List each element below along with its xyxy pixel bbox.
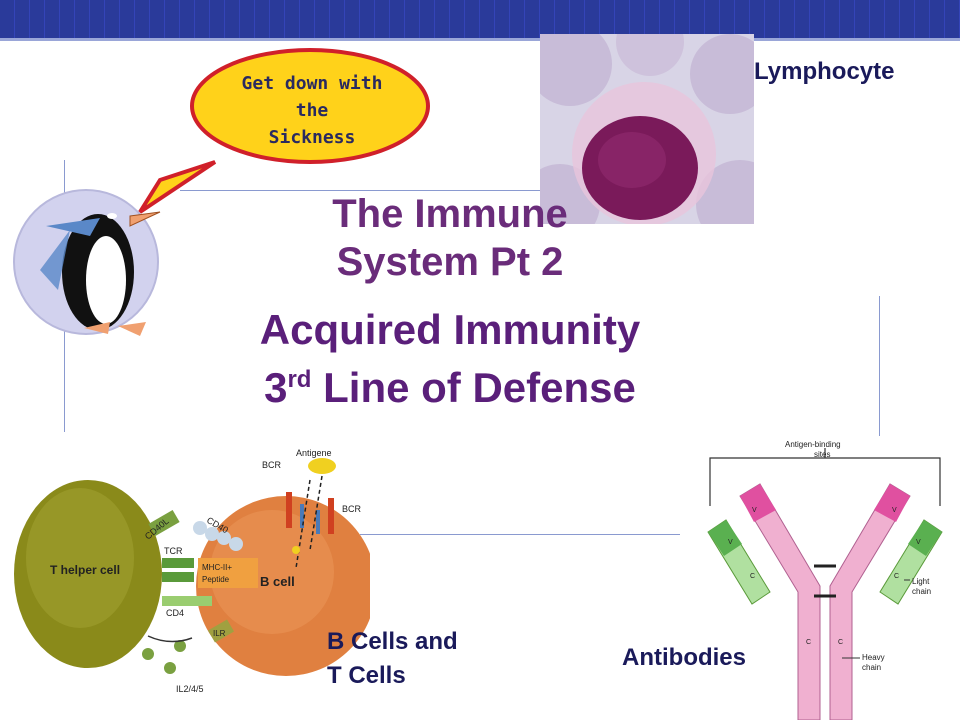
penguin-mascot bbox=[13, 48, 430, 336]
speech-line-3: Sickness bbox=[268, 127, 356, 148]
ilr-label: ILR bbox=[213, 629, 226, 638]
b-t-cell-diagram: T helper cell B cell TCR CD4 CD40L CD40 … bbox=[14, 448, 370, 694]
light-chain-label-2: chain bbox=[912, 587, 931, 596]
peptide-label: Peptide bbox=[202, 575, 230, 584]
antigen-binding-label-2: sites bbox=[814, 450, 830, 459]
v-label-4: V bbox=[916, 539, 921, 546]
antibodies-caption: Antibodies bbox=[622, 644, 746, 671]
header-bar bbox=[0, 0, 960, 38]
title-line-4: 3rd Line of Defense bbox=[140, 364, 760, 412]
speech-bubble-tail bbox=[138, 160, 217, 214]
c-label-2: C bbox=[894, 573, 899, 580]
speech-bubble-text: Get down with the Sickness bbox=[212, 70, 412, 151]
frame-line-bottom bbox=[360, 534, 680, 535]
c-label-4: C bbox=[838, 639, 843, 646]
title-line-4-rest: Line of Defense bbox=[311, 364, 636, 411]
lymphocyte-image bbox=[540, 34, 754, 224]
c-label-1: C bbox=[750, 573, 755, 580]
lymphocyte-caption: Lymphocyte bbox=[754, 58, 895, 85]
title-line-2: System Pt 2 bbox=[336, 240, 564, 284]
cells-caption-line-1: B Cells and bbox=[327, 628, 458, 655]
antibody-diagram: Antigen-binding sites Light chain Heavy … bbox=[707, 440, 943, 720]
bcr-left-label: BCR bbox=[262, 460, 282, 470]
speech-bubble bbox=[190, 48, 430, 164]
antigen-binding-label-1: Antigen-binding bbox=[785, 440, 841, 449]
speech-line-1: Get down with bbox=[241, 73, 383, 94]
antigene-label: Antigene bbox=[296, 448, 332, 458]
tcr-label: TCR bbox=[164, 546, 183, 556]
mhc-label: MHC-II+ bbox=[202, 563, 232, 572]
v-label-1: V bbox=[752, 507, 757, 514]
frame-line-top bbox=[180, 190, 540, 191]
heavy-chain-label-2: chain bbox=[862, 663, 881, 672]
title-ordinal-suffix: rd bbox=[287, 366, 312, 393]
light-chain-label-1: Light bbox=[912, 577, 930, 586]
t-helper-label: T helper cell bbox=[50, 563, 120, 577]
v-label-2: V bbox=[892, 507, 897, 514]
cells-caption-line-2: T Cells bbox=[327, 662, 406, 689]
bcr-right-label: BCR bbox=[342, 504, 362, 514]
speech-line-2: the bbox=[295, 100, 329, 121]
title-ordinal-number: 3 bbox=[264, 364, 288, 411]
title-line-3: Acquired Immunity bbox=[259, 306, 641, 353]
frame-line-right bbox=[879, 296, 880, 436]
c-label-3: C bbox=[806, 639, 811, 646]
cd4-label: CD4 bbox=[166, 608, 184, 618]
header-rule bbox=[0, 38, 960, 41]
b-cell-label: B cell bbox=[260, 574, 295, 589]
title-line-1: The Immune bbox=[332, 192, 568, 236]
v-label-3: V bbox=[728, 539, 733, 546]
heavy-chain-label-1: Heavy bbox=[862, 653, 885, 662]
il-label: IL2/4/5 bbox=[176, 684, 204, 694]
